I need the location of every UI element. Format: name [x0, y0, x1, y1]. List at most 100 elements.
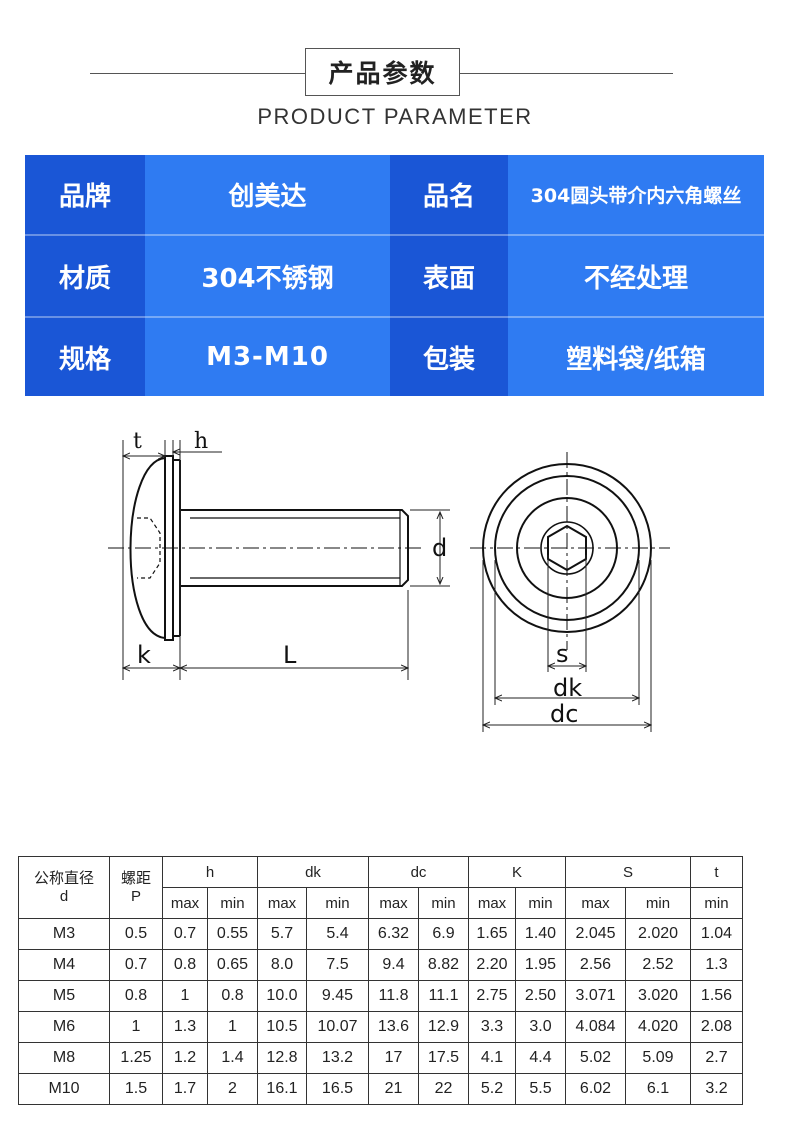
value-cell: 4.020 [625, 1011, 691, 1043]
header-rule-left [90, 73, 305, 74]
subheader-max: max [468, 887, 516, 919]
subheader-min: min [690, 887, 743, 919]
value-cell: 21 [368, 1073, 419, 1105]
value-cell: 16.1 [257, 1073, 307, 1105]
size-cell: M8 [18, 1042, 110, 1074]
label-dc: dc [550, 700, 578, 728]
value-cell: 2.045 [565, 918, 626, 950]
value-cell: 2.08 [690, 1011, 743, 1043]
value-cell: 10.0 [257, 980, 307, 1012]
value-cell: 4.4 [515, 1042, 566, 1074]
value-cell: 3.071 [565, 980, 626, 1012]
screw-technical-drawing: t h d k L s dk dc [108, 429, 670, 732]
size-cell: M4 [18, 949, 110, 981]
spec-value: M3-M10 [145, 318, 390, 396]
size-cell: M6 [18, 1011, 110, 1043]
value-cell: 16.5 [306, 1073, 369, 1105]
value-cell: 6.1 [625, 1073, 691, 1105]
value-cell: 1.65 [468, 918, 516, 950]
value-cell: 1.40 [515, 918, 566, 950]
value-cell: 3.2 [690, 1073, 743, 1105]
subheader-max: max [565, 887, 626, 919]
value-cell: 3.020 [625, 980, 691, 1012]
subheader-max: max [257, 887, 307, 919]
value-cell: 2.75 [468, 980, 516, 1012]
value-cell: 0.7 [109, 949, 163, 981]
label-L: L [283, 641, 297, 669]
subheader-min: min [418, 887, 469, 919]
head-dome [129, 457, 166, 639]
value-cell: 2 [207, 1073, 258, 1105]
value-cell: 17 [368, 1042, 419, 1074]
hex-socket [547, 524, 587, 572]
value-cell: 7.5 [306, 949, 369, 981]
label-d: d [432, 534, 447, 562]
header-t: t [690, 856, 743, 888]
subheader-min: min [515, 887, 566, 919]
value-cell: 9.4 [368, 949, 419, 981]
value-cell: 1 [207, 1011, 258, 1043]
value-cell: 1.7 [162, 1073, 208, 1105]
subheader-max: max [162, 887, 208, 919]
value-cell: 10.07 [306, 1011, 369, 1043]
size-cell: M5 [18, 980, 110, 1012]
header-K: K [468, 856, 566, 888]
subheader-min: min [625, 887, 691, 919]
value-cell: 0.7 [162, 918, 208, 950]
header-h: h [162, 856, 258, 888]
value-cell: 12.9 [418, 1011, 469, 1043]
header-dk: dk [257, 856, 369, 888]
spec-label: 规格 [25, 318, 145, 396]
value-cell: 5.02 [565, 1042, 626, 1074]
head-circle [494, 475, 640, 621]
label-s: s [556, 640, 569, 668]
value-cell: 8.82 [418, 949, 469, 981]
value-cell: 2.50 [515, 980, 566, 1012]
value-cell: 10.5 [257, 1011, 307, 1043]
value-cell: 6.9 [418, 918, 469, 950]
surface-value: 不经处理 [508, 236, 764, 318]
product-name-label: 品名 [390, 155, 508, 236]
material-label: 材质 [25, 236, 145, 318]
head-collar [164, 455, 174, 641]
value-cell: 11.1 [418, 980, 469, 1012]
threaded-shank [180, 509, 409, 587]
product-info-table: 品牌 创美达 品名 304圆头带介内六角螺丝 材质 304不锈钢 表面 不经处理… [25, 155, 764, 396]
value-cell: 1.95 [515, 949, 566, 981]
material-value: 304不锈钢 [145, 236, 390, 318]
value-cell: 1.04 [690, 918, 743, 950]
value-cell: 2.20 [468, 949, 516, 981]
value-cell: 13.6 [368, 1011, 419, 1043]
value-cell: 0.65 [207, 949, 258, 981]
value-cell: 1.25 [109, 1042, 163, 1074]
value-cell: 6.32 [368, 918, 419, 950]
header-S: S [565, 856, 691, 888]
value-cell: 3.3 [468, 1011, 516, 1043]
value-cell: 2.56 [565, 949, 626, 981]
value-cell: 8.0 [257, 949, 307, 981]
size-cell: M3 [18, 918, 110, 950]
value-cell: 0.5 [109, 918, 163, 950]
brand-value: 创美达 [145, 155, 390, 236]
section-subtitle: PRODUCT PARAMETER [257, 104, 533, 129]
value-cell: 13.2 [306, 1042, 369, 1074]
socket-hidden-lines [137, 517, 161, 579]
value-cell: 3.0 [515, 1011, 566, 1043]
value-cell: 5.5 [515, 1073, 566, 1105]
surface-label: 表面 [390, 236, 508, 318]
size-cell: M10 [18, 1073, 110, 1105]
value-cell: 1.4 [207, 1042, 258, 1074]
section-title: 产品参数 [305, 48, 460, 96]
value-cell: 1 [109, 1011, 163, 1043]
value-cell: 5.4 [306, 918, 369, 950]
value-cell: 6.02 [565, 1073, 626, 1105]
subheader-min: min [306, 887, 369, 919]
subheader-min: min [207, 887, 258, 919]
value-cell: 0.8 [109, 980, 163, 1012]
